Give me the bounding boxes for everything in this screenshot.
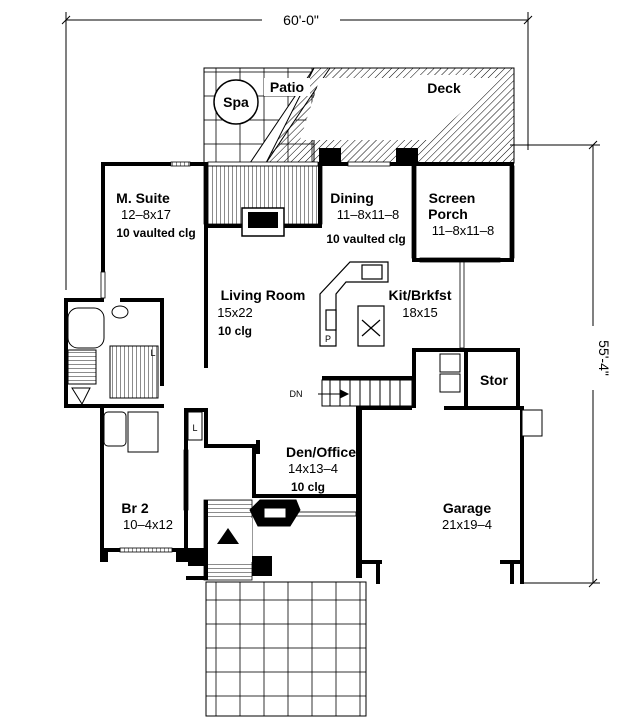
patio-label: Patio — [270, 79, 304, 95]
living-room-size: 15x22 — [217, 305, 252, 320]
garage-size: 21x19–4 — [442, 517, 492, 532]
entry-arrow — [217, 528, 239, 544]
kitchen-size: 18x15 — [402, 305, 437, 320]
master-suite-note: 10 vaulted clg — [116, 226, 195, 240]
deck-area — [265, 67, 515, 164]
den-fireplace — [249, 499, 301, 527]
front-walk — [205, 581, 367, 717]
dining-name: Dining — [330, 190, 374, 206]
master-bath-fixtures — [67, 305, 159, 406]
fireplace — [241, 207, 285, 237]
den-size: 14x13–4 — [288, 461, 338, 476]
living-room-name: Living Room — [221, 287, 306, 303]
screen-porch-name-2: Porch — [428, 206, 468, 222]
garage-name: Garage — [443, 500, 491, 516]
bedroom2-size: 10–4x12 — [123, 517, 173, 532]
spa-tub — [213, 79, 259, 125]
den-name: Den/Office — [286, 444, 356, 460]
storage-name: Stor — [480, 372, 509, 388]
hall-bath-fixtures — [103, 411, 203, 453]
living-room-note: 10 clg — [218, 324, 252, 338]
deck-label: Deck — [427, 80, 461, 96]
entry-blocks — [188, 499, 272, 581]
den-note: 10 clg — [291, 480, 325, 494]
spa-label: Spa — [223, 94, 249, 110]
pantry-label: P — [325, 334, 331, 344]
stair-down-label: DN — [290, 389, 303, 399]
linen-label: L — [150, 348, 155, 358]
kitchen-counter — [319, 261, 389, 347]
screen-porch-name-1: Screen — [429, 190, 476, 206]
kitchen-name: Kit/Brkfst — [388, 287, 451, 303]
dining-size: 11–8x11–8 — [337, 207, 399, 222]
depth-dimension-label: 55'-4" — [596, 340, 612, 376]
laundry-fixtures — [439, 353, 461, 393]
master-suite-name: M. Suite — [116, 190, 170, 206]
width-dimension-label: 60'-0" — [283, 12, 319, 28]
walls — [64, 148, 524, 584]
dining-note: 10 vaulted clg — [326, 232, 405, 246]
master-suite-size: 12–8x17 — [121, 207, 171, 222]
stairs — [318, 379, 413, 407]
bedroom2-name: Br 2 — [121, 500, 148, 516]
screen-porch-size: 11–8x11–8 — [432, 223, 494, 238]
garage-side-box — [521, 409, 543, 437]
linen2-label: L — [192, 423, 197, 433]
